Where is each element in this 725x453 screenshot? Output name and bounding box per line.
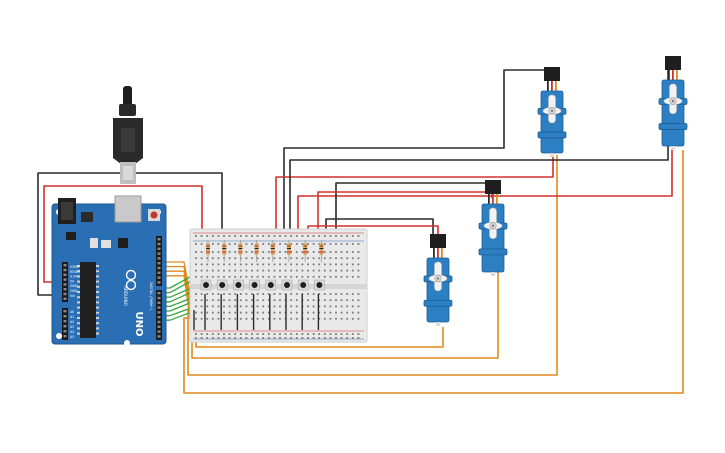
usb-port xyxy=(114,195,142,223)
mounting-hole xyxy=(56,333,62,339)
power-header xyxy=(62,262,68,302)
wire-red-servo-2[interactable] xyxy=(297,150,673,237)
power-pin-label: 3.3V xyxy=(70,275,78,279)
analog-pin-label: A2 xyxy=(70,320,74,324)
wire-orange-header[interactable] xyxy=(162,265,191,303)
analog-pin-label: A1 xyxy=(70,315,74,319)
servo-motor[interactable] xyxy=(478,180,508,276)
power-pin-label: IOREF xyxy=(70,265,80,269)
wire-black-servo-4[interactable] xyxy=(325,218,434,237)
usb-cable[interactable] xyxy=(113,86,143,184)
analog-pin-label: A5 xyxy=(70,335,74,339)
analog-pin-label: A3 xyxy=(70,325,74,329)
power-pin-label: GND xyxy=(70,284,78,288)
servo-motor[interactable] xyxy=(537,67,567,157)
analog-pin-label: A0 xyxy=(70,310,74,314)
wire-black-servo-1[interactable] xyxy=(283,69,552,237)
analog-header xyxy=(62,308,68,340)
breadboard-jumpers xyxy=(193,294,320,330)
wire-red-5v[interactable] xyxy=(43,185,203,283)
push-buttons xyxy=(200,279,325,291)
board-model-label: UNO xyxy=(133,312,144,337)
power-pin-label: 5V xyxy=(70,279,75,283)
servo-motor[interactable] xyxy=(658,56,688,150)
board-brand-label: ARDUINO xyxy=(123,286,128,306)
wire-black-gnd[interactable] xyxy=(37,172,223,296)
power-pin-label: RESET xyxy=(70,270,80,274)
mounting-hole xyxy=(124,340,130,346)
power-pin-label: GND xyxy=(70,289,78,293)
wire-black-servo-2[interactable] xyxy=(289,62,669,237)
breadboard[interactable] xyxy=(189,228,368,343)
microcontroller-chip xyxy=(80,262,96,338)
wire-orange-servo-2[interactable] xyxy=(183,150,684,394)
wire-red-servo-1[interactable] xyxy=(275,150,554,237)
servo-motor[interactable] xyxy=(423,234,453,326)
arduino-logo xyxy=(125,269,137,291)
digital-side-label: DIGITAL (PWM~) xyxy=(149,282,153,311)
servo-motors xyxy=(423,56,688,326)
analog-pin-label: A4 xyxy=(70,330,74,334)
wire-orange-header[interactable] xyxy=(162,270,191,311)
digital-header-bottom xyxy=(156,290,162,340)
resistors xyxy=(206,240,324,262)
digital-header-top xyxy=(156,236,162,286)
power-pin-label: Vin xyxy=(70,294,75,298)
